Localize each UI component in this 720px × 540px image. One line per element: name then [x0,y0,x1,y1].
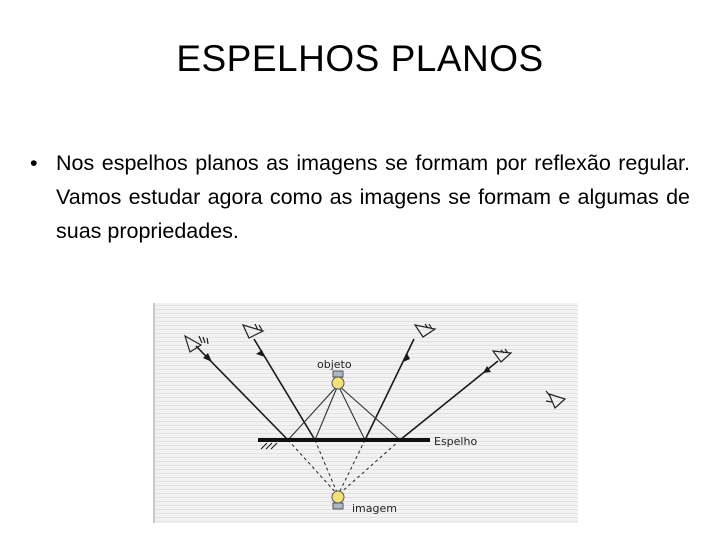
diagram-background [153,303,578,523]
plane-mirror-diagram: objeto Espelho imagem [153,303,578,523]
incident-rays [287,384,401,441]
eye-icon [413,323,437,338]
bullet-icon: • [30,151,38,175]
slide-title: ESPELHOS PLANOS [176,38,544,79]
object-label: objeto [317,358,352,371]
ray-arrowheads [203,350,491,373]
eye-icon [241,323,265,339]
image-label: imagem [352,502,397,515]
object-lamp-icon [331,370,345,390]
eye-icons [183,323,567,410]
mirror-label: Espelho [434,435,477,448]
mirror [258,438,430,450]
bullet-text: Nos espelhos planos as imagens se formam… [56,151,690,243]
eye-icon [491,348,513,363]
bullet-point: • Nos espelhos planos as imagens se form… [30,146,690,248]
eye-icon [183,334,209,353]
image-lamp-icon [331,490,345,510]
eye-icon [545,390,567,410]
virtual-rays [287,439,401,496]
